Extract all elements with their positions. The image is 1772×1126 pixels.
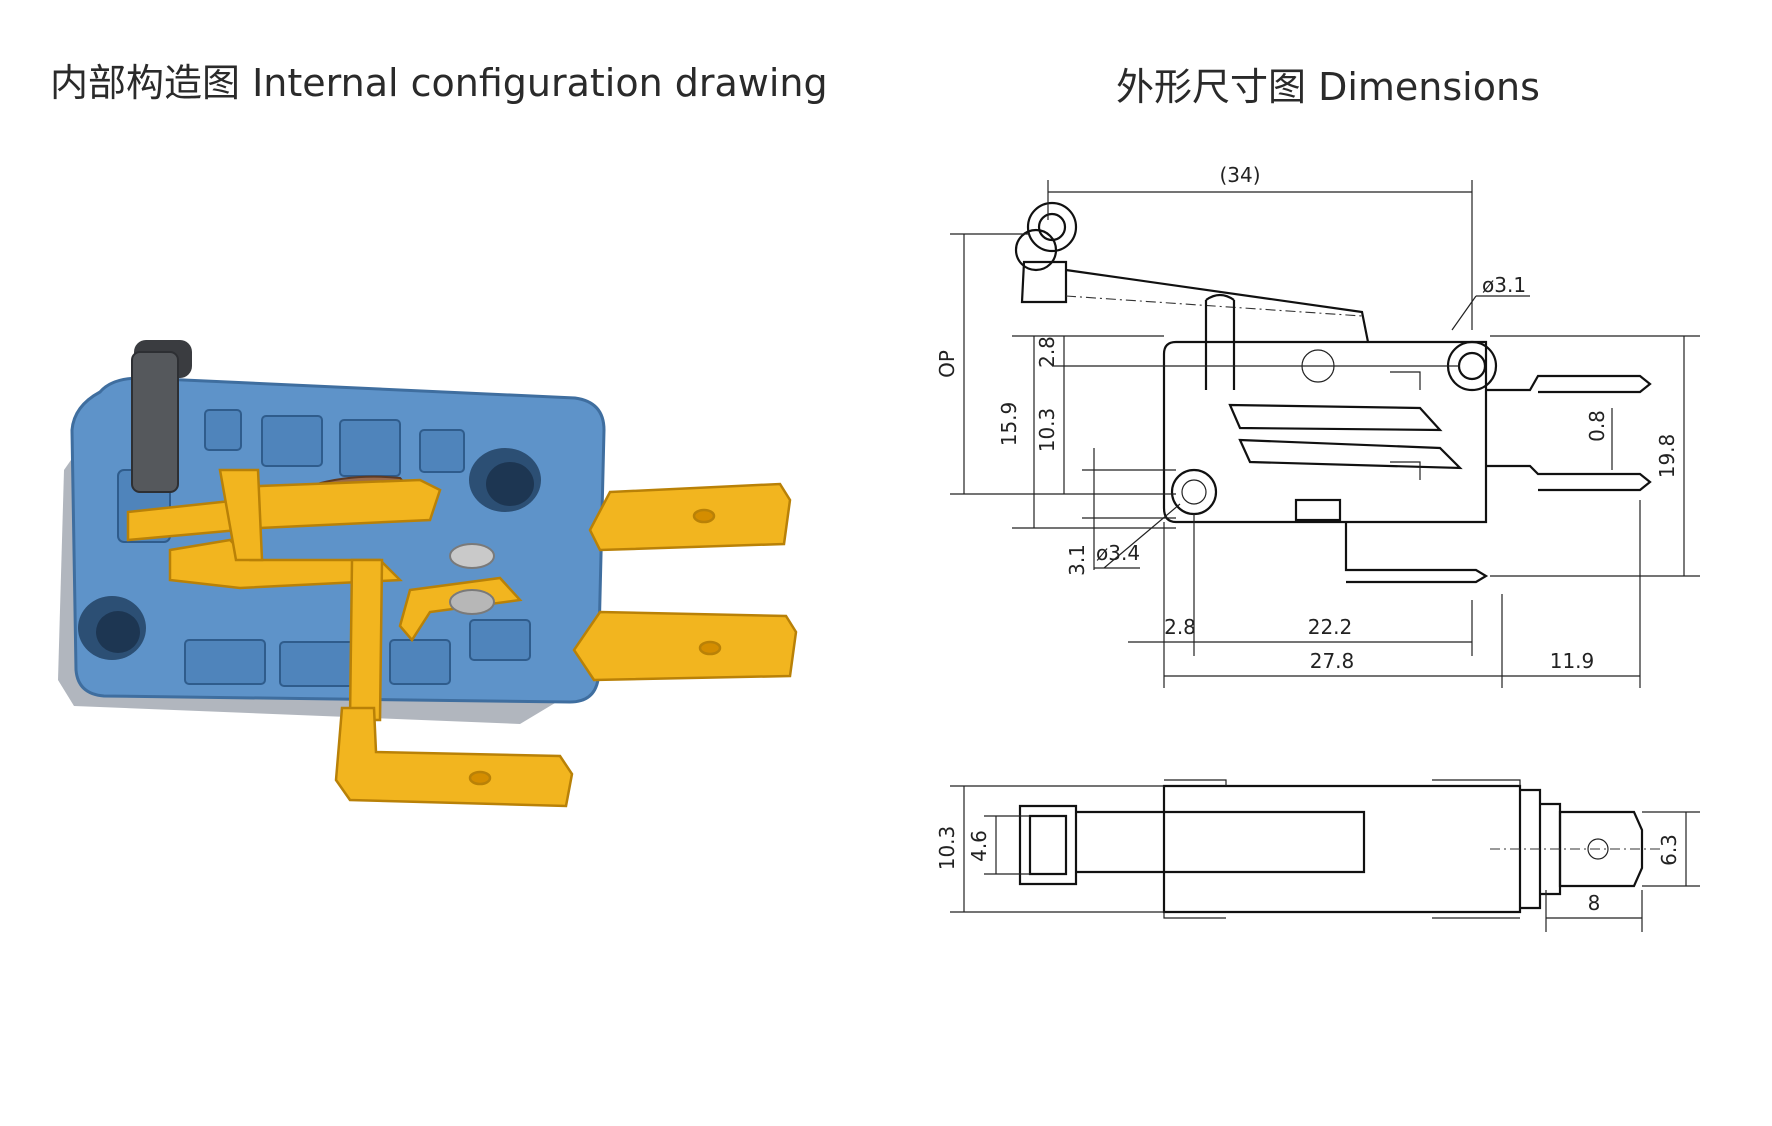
- dim-side-4-6: 4.6: [967, 830, 991, 862]
- front-lever: [1014, 201, 1370, 390]
- dim-h-19-8: 19.8: [1655, 434, 1679, 479]
- dim-h-3-1: 3.1: [1065, 544, 1089, 576]
- terminals: [334, 482, 798, 808]
- actuator-plunger: [131, 340, 192, 493]
- internal-configuration-illustration: [58, 340, 798, 808]
- dim-w-27-8: 27.8: [1310, 649, 1355, 673]
- dim-h-15-9: 15.9: [997, 402, 1021, 447]
- dim-overall-length: (34): [1219, 163, 1260, 187]
- side-housing: [1162, 784, 1522, 914]
- dim-hole-dia-top: ø3.1: [1482, 273, 1526, 297]
- dim-h-10-3: 10.3: [1035, 408, 1059, 453]
- terminal-nc: [572, 610, 798, 682]
- dim-h-2-8: 2.8: [1035, 336, 1059, 368]
- dimension-front-view: (34) 2.8 22.2 27.8 11.9 OP 15.9 2: [935, 163, 1700, 688]
- dimension-side-view: 10.3 4.6 6.3 8: [935, 779, 1700, 932]
- dim-w-2-8: 2.8: [1164, 615, 1196, 639]
- dim-side-10-3: 10.3: [935, 826, 959, 871]
- dim-op: OP: [935, 350, 959, 378]
- mounting-holes: [78, 448, 541, 660]
- dim-h-0-8: 0.8: [1585, 410, 1609, 442]
- dim-w-22-2: 22.2: [1308, 615, 1353, 639]
- terminal-no: [334, 706, 574, 808]
- front-terminals: [1344, 374, 1652, 584]
- dim-hole-dia-bottom: ø3.4: [1096, 541, 1140, 565]
- terminal-common: [588, 482, 792, 552]
- contact-blades: [126, 468, 523, 722]
- front-housing-outline: [1162, 340, 1488, 524]
- dimensions-title: 外形尺寸图 Dimensions: [1116, 65, 1540, 109]
- contact-rivets: [449, 543, 495, 615]
- dim-side-6-3: 6.3: [1657, 834, 1681, 866]
- dim-side-8: 8: [1588, 891, 1601, 915]
- internal-drawing-title: 内部构造图 Internal configuration drawing: [50, 61, 828, 105]
- front-internals: [1170, 340, 1498, 522]
- dim-w-11-9: 11.9: [1550, 649, 1595, 673]
